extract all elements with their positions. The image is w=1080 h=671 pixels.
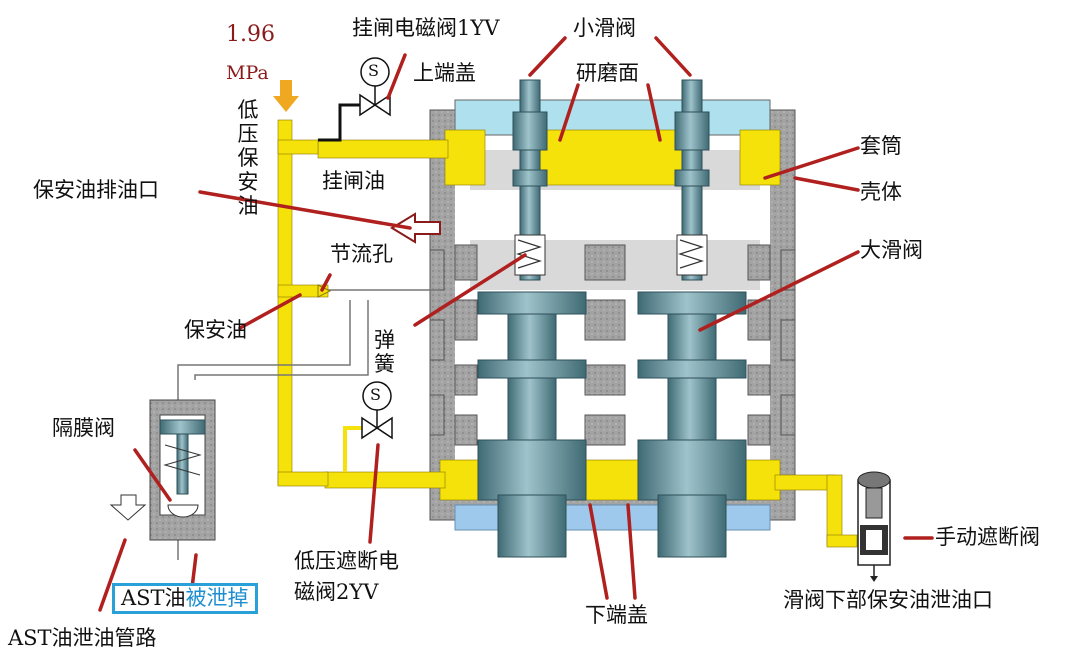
pressure-value: 1.96 [226, 22, 275, 47]
ast-drained: 被泄掉 [185, 586, 249, 610]
solenoid-2yv-label-line1: 低压遮断电 [294, 549, 399, 573]
pointer-lines [98, 36, 934, 612]
solenoid-2yv [343, 381, 393, 472]
pressure-unit: MPa [226, 62, 269, 84]
manual-trip-valve [857, 471, 891, 582]
solenoid-1yv-label: 挂闸电磁阀1YV [352, 16, 500, 40]
spring-label: 弹簧 [374, 328, 395, 376]
ast-drain-pipe-label: AST油泄油管路 [8, 626, 157, 650]
safety-oil-label: 保安油 [184, 318, 247, 342]
signal-lines [177, 289, 440, 560]
shell-label: 壳体 [860, 180, 902, 204]
lapped-surface-label: 研磨面 [576, 61, 639, 85]
lower-cover-label: 下端盖 [585, 603, 648, 627]
ast-drained-box: AST油被泄掉 [112, 583, 258, 614]
big-slide-valve-right [637, 291, 747, 558]
drain-arrow [390, 212, 441, 244]
solenoid-1yv-symbol: S [368, 61, 379, 80]
big-slide-valve-left [477, 291, 587, 558]
solenoid-2yv-symbol: S [370, 385, 381, 404]
lower-drain-port-label: 滑阀下部保安油泄油口 [783, 588, 993, 612]
pressure-inlet-arrow [273, 80, 299, 112]
upper-cover [454, 99, 771, 136]
sleeve-blocks [429, 244, 796, 446]
small-slide-valve-label: 小滑阀 [573, 16, 636, 40]
safety-oil-drain-port-label: 保安油排油口 [33, 178, 159, 202]
small-slide-valve-right [674, 79, 710, 281]
ast-prefix: AST油 [121, 586, 186, 610]
small-slide-valve-left [512, 79, 548, 281]
sleeve-label: 套筒 [860, 134, 902, 158]
trip-oil-label: 挂闸油 [322, 169, 385, 193]
manual-trip-valve-label: 手动遮断阀 [935, 525, 1040, 549]
diaphragm-valve-label: 隔膜阀 [52, 416, 115, 440]
upper-cover-label: 上端盖 [413, 61, 476, 85]
low-pressure-safety-oil-label: 低压保安油 [237, 98, 259, 218]
diaphragm-valve [109, 399, 216, 541]
solenoid-2yv-label-line2: 磁阀2YV [294, 580, 379, 604]
solenoid-1yv [318, 57, 391, 142]
big-slide-valve-label: 大滑阀 [860, 238, 923, 262]
orifice-label: 节流孔 [330, 242, 393, 266]
